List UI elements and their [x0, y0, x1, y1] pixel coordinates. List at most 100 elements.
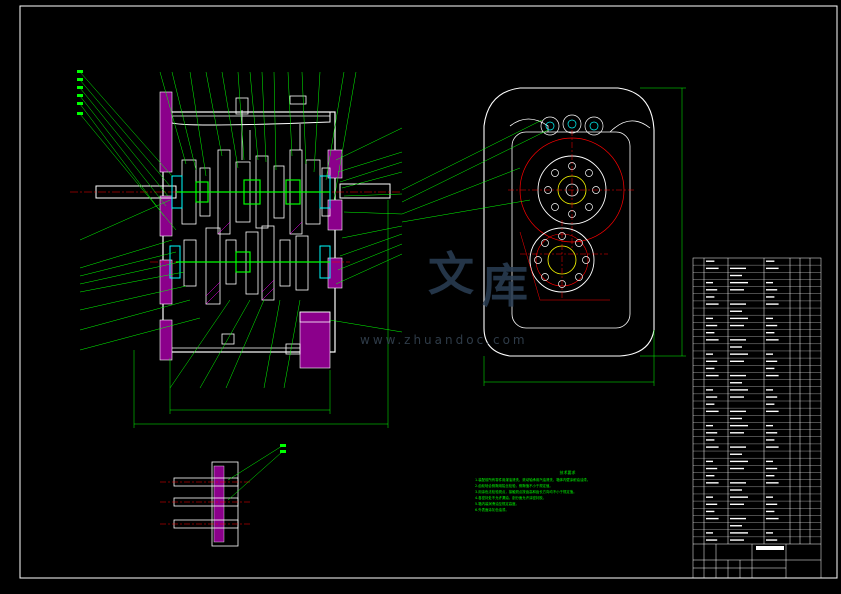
parts-list-cell-text [730, 267, 746, 270]
parts-list-cell-text [730, 389, 748, 391]
parts-list-cell-text [730, 489, 742, 491]
parts-list-cell-text [766, 496, 773, 498]
parts-list-cell-text [730, 424, 748, 427]
parts-list-cell-text [706, 281, 713, 284]
parts-list-cell-text [730, 281, 748, 284]
parts-list-cell-text [730, 303, 746, 305]
note-line: 5.箱内装润滑油至规定高度。 [475, 502, 519, 506]
title-box [756, 546, 784, 550]
parts-list-cell-text [706, 367, 715, 370]
parts-list-cell-text [730, 317, 748, 320]
leader-lines-top [159, 71, 357, 201]
parts-list-cell-text [730, 374, 746, 377]
parts-list-cell-text [766, 367, 775, 370]
parts-list-cell-text [706, 503, 718, 506]
parts-list-cell-text [766, 503, 778, 506]
parts-list-cell-text [706, 296, 715, 298]
parts-list-cell-text [730, 503, 744, 506]
dimension-lines [133, 200, 389, 428]
parts-list-cell-text [730, 532, 748, 534]
parts-list-cell-text [706, 360, 718, 363]
parts-list-cell-text [706, 532, 713, 534]
parts-list-cell-text [766, 360, 778, 363]
parts-list-cell-text [766, 532, 773, 534]
parts-list-cell-text [706, 539, 718, 541]
parts-list-cell-text [766, 446, 779, 448]
section-view [70, 70, 403, 428]
watermark-char-ku: 库 [482, 259, 528, 313]
parts-list-cell-text [730, 432, 744, 434]
parts-list-cell-text [706, 303, 719, 305]
parts-list-cell-text [706, 317, 713, 320]
lower-shaft-flange [519, 220, 610, 301]
side-housing-outline [483, 87, 655, 357]
parts-list-cell-text [730, 417, 742, 420]
parts-list-cell-text [706, 446, 719, 448]
parts-list-cell-text [730, 467, 744, 470]
parts-list-cell-text [706, 389, 713, 391]
parts-list-cell-text [730, 446, 746, 448]
parts-list-cell-text [766, 432, 778, 434]
parts-list-cell-text [706, 353, 713, 355]
parts-list-cell-text [730, 353, 748, 355]
parts-list-cell-text [730, 324, 744, 327]
parts-list-cell-text [730, 517, 746, 520]
parts-list-cell-text [730, 453, 742, 455]
parts-list-cell-text [730, 396, 744, 398]
parts-list-cell-text [706, 374, 719, 377]
parts-list-cell-text [766, 403, 775, 405]
parts-list-cell-text [766, 482, 779, 484]
drawing-frame [19, 5, 838, 579]
parts-list-cell-text [730, 496, 748, 498]
parts-list-cell-text [706, 332, 715, 334]
parts-list-cell-text [766, 439, 775, 441]
left-flange [159, 91, 173, 173]
parts-list-cell-text [706, 260, 715, 262]
parts-list-cell-text [730, 274, 742, 277]
parts-list-cell-text [730, 460, 748, 463]
note-line: 3.用涂色法检验斑点，接触斑点按齿高和齿长方向均不小于规定值。 [475, 490, 577, 494]
parts-list-cell-text [766, 339, 779, 341]
parts-list-cell-text [766, 374, 779, 377]
parts-list-cell-text [730, 525, 742, 527]
parts-list-cell-text [706, 432, 718, 434]
parts-list-cell-text [706, 267, 719, 270]
parts-list-cell-text [706, 396, 718, 398]
parts-list-cell-text [766, 332, 775, 334]
parts-list-cell-text [706, 510, 715, 513]
parts-list-cell-text [766, 267, 779, 270]
parts-list-cell-text [706, 467, 718, 470]
parts-list-cell-text [706, 439, 715, 441]
parts-list-cell-text [766, 289, 778, 291]
notes-title: 技术要求 [559, 470, 576, 475]
parts-list-cell-text [766, 467, 778, 470]
parts-list-cell-text [706, 482, 719, 484]
parts-list-cell-text [766, 460, 773, 463]
lower-gears [183, 225, 309, 305]
side-view [401, 87, 686, 386]
parts-list-cell-text [706, 460, 713, 463]
leader-lines-right [329, 127, 403, 333]
parts-list-cell-text [766, 353, 773, 355]
parts-list-cell-text [766, 410, 779, 413]
parts-list-table [692, 257, 822, 579]
parts-list-cell-text [706, 475, 715, 477]
parts-list-cell-text [766, 389, 773, 391]
parts-list-cell-text [706, 403, 715, 405]
watermark-url: www.zhuandoc.com [360, 333, 528, 347]
parts-list-cell-text [706, 339, 719, 341]
parts-list-cell-text [730, 346, 742, 348]
parts-list-cell-text [706, 289, 718, 291]
parts-list-cell-text [706, 517, 719, 520]
parts-list-cell-text [730, 360, 744, 363]
parts-list-cell-text [730, 289, 744, 291]
parts-list-cell-text [766, 303, 779, 305]
parts-list-cell-text [730, 310, 742, 312]
note-line: 4.各密封处不允许漏油，剖分面允许涂密封胶。 [475, 496, 547, 500]
note-line: 6.外表面涂灰色油漆。 [475, 508, 509, 512]
detail-view [160, 444, 286, 547]
note-line: 2.齿轮啮合侧隙用铅丝检验，侧隙值不小于规定值。 [475, 484, 553, 488]
parts-list-cell-text [766, 317, 773, 320]
parts-list-cell-text [766, 324, 778, 327]
